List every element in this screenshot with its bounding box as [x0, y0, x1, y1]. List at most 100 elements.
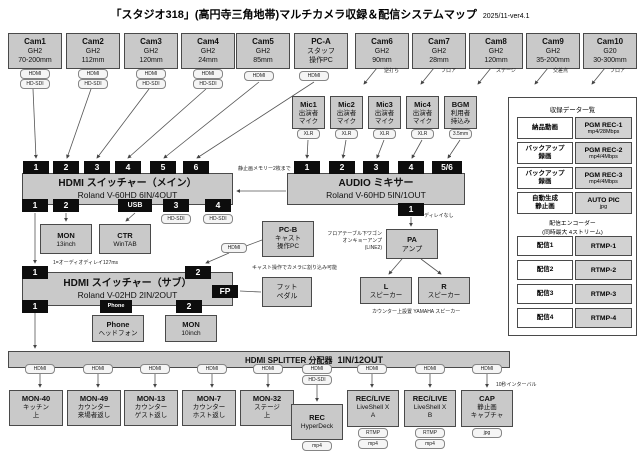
main-switcher-input-1: 1 [23, 161, 49, 174]
hdmi-port-tag: HDMI [140, 364, 170, 374]
hdmi-port-tag: HDMI [357, 364, 387, 374]
sub-switcher-output-1: 1 [22, 300, 48, 313]
hdsdi-port-tag: HD-SDI [203, 214, 233, 224]
panel-title: 収録データ一覧 [549, 107, 596, 114]
amp-location-note: フロアテーブル下ワゴンオンキョーアンプ(LINE2) [327, 231, 382, 251]
hdsdi-port-tag: HD-SDI [20, 79, 50, 89]
main-switcher-input-3: 3 [84, 161, 110, 174]
hdmi-port-tag: HDMI [472, 364, 502, 374]
jpg-output-tag: jpg [472, 428, 502, 438]
mp4-output-tag: mp4 [302, 441, 332, 451]
main-switcher-input-4: 4 [115, 161, 141, 174]
sub-switcher-output-2: 2 [176, 300, 202, 313]
hdsdi-port-tag: HD-SDI [161, 214, 191, 224]
xlr-port-tag: XLR [373, 129, 396, 139]
page-title: 「スタジオ318」(高円寺三角地帯)マルチカメラ収録＆配信システムマップ [110, 9, 477, 21]
stream-row-label: 配信2 [517, 260, 573, 280]
hdmi-port-tag: HDMI [415, 364, 445, 374]
title-bar: 「スタジオ318」(高円寺三角地帯)マルチカメラ収録＆配信システムマップ 2025… [0, 5, 640, 23]
location-label: ステージ [496, 68, 516, 74]
speaker-location-note: カウンター上設置 YAMAHA スピーカー [372, 309, 461, 315]
mixer-input-4: 4 [398, 161, 424, 174]
hdmi-port-tag: HDMI [83, 364, 113, 374]
main-switcher-output-3: 3 [163, 199, 189, 212]
main-switcher-output-4: 4 [205, 199, 231, 212]
encoder-subtitle: (同時最大 4ストリーム) [542, 230, 603, 236]
mixer-input-5-6: 5/6 [432, 161, 462, 174]
node-title: Cam8 [485, 37, 507, 46]
rtmp-output-tag: RTMP [415, 428, 445, 438]
node-title: Cam3 [140, 37, 162, 46]
stream-row-label: 配信4 [517, 308, 573, 328]
sub-switcher-input-2: 2 [185, 266, 211, 279]
stream-row-value: RTMP-2 [575, 260, 632, 280]
hdmi-port-tag: HDMI [299, 71, 329, 81]
node-title: Cam10 [596, 37, 624, 46]
xlr-port-tag: XLR [411, 129, 434, 139]
aux35mm-port-tag: 3.5mm [449, 129, 472, 139]
hdsdi-port-tag: HD-SDI [302, 375, 332, 385]
location-label: フロア [610, 68, 626, 74]
mp4-output-tag: mp4 [358, 439, 388, 449]
version-label: 2025/11-ver4.1 [482, 13, 530, 20]
mixer-input-2: 2 [329, 161, 355, 174]
node-title: Cam1 [24, 37, 46, 46]
stream-row-value: RTMP-3 [575, 284, 632, 304]
main-switcher-input-2: 2 [53, 161, 79, 174]
stream-row-value: RTMP-4 [575, 308, 632, 328]
foot-pedal-node: フットペダル [262, 277, 312, 307]
hdsdi-port-tag: HD-SDI [78, 79, 108, 89]
hdmi-port-tag: HDMI [136, 69, 166, 79]
main-switcher-input-6: 6 [183, 161, 209, 174]
rec-row-label: 納品動画 [517, 117, 573, 139]
mixer-output-1: 1 [398, 203, 424, 216]
no-delay-note: ディレイなし [424, 213, 454, 219]
mixer-input-1: 1 [294, 161, 320, 174]
node-title: Cam7 [428, 37, 450, 46]
stream-row-label: 配信3 [517, 284, 573, 304]
hdmi-port-tag: HDMI [244, 71, 274, 81]
hdmi-port-tag: HDMI [193, 69, 223, 79]
sub-switcher-output-phone: Phone [100, 300, 132, 313]
rtmp-output-tag: RTMP [358, 428, 388, 438]
node-title: Cam4 [197, 37, 219, 46]
hdsdi-port-tag: HD-SDI [136, 79, 166, 89]
hdmi-port-tag: HDMI [197, 364, 227, 374]
mixer-input-3: 3 [363, 161, 389, 174]
stream-row-value: RTMP-1 [575, 236, 632, 256]
hdmi-port-tag: HDMI [25, 364, 55, 374]
hdmi-port-tag: HDMI [221, 243, 247, 253]
node-title: Cam5 [252, 37, 274, 46]
xlr-port-tag: XLR [297, 129, 320, 139]
main-switcher-output-usb: USB [118, 199, 152, 212]
hdmi-port-tag: HDMI [20, 69, 50, 79]
sub-switcher-input-1: 1 [22, 266, 48, 279]
stream-row-label: 配信1 [517, 236, 573, 256]
hdmi-port-tag: HDMI [78, 69, 108, 79]
rec-row-label: 自動生成静止画 [517, 192, 573, 214]
node-title: Cam6 [371, 37, 393, 46]
